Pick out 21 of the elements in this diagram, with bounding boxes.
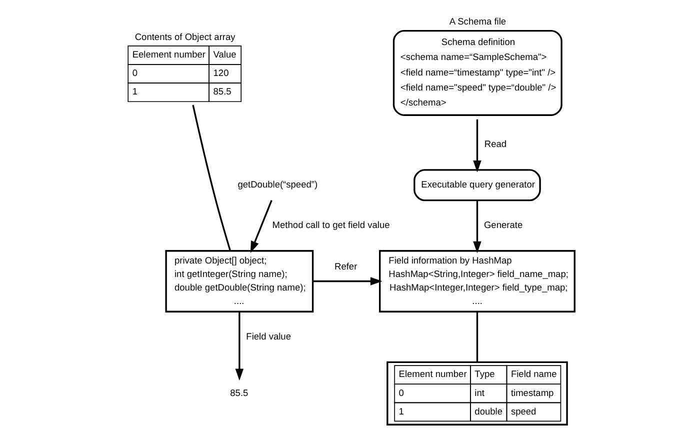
edge-label: Field value [246,331,291,342]
arrow [235,312,244,381]
node-box: private Object[] object; int getInteger(String name); double getDouble(String name); .... [165,250,314,312]
node-box: Schema definition <schema name=“SampleSchema"> <field name=“timestamp" type="int" /> <field name="speed" type=“double" /> </schema> [392,30,562,116]
node-text: getDouble(“speed”) [238,179,318,190]
connector [192,104,232,252]
arrow [313,277,382,286]
node-text: 85.5 [230,388,248,398]
node-label: A Schema file [449,16,506,27]
connector [476,312,478,362]
node-box: Executable query generator [414,169,541,202]
arrow [473,200,482,254]
arrow [250,200,272,254]
node-box: Element number Type Field name 0 int timestamp 1 double speed [386,361,568,426]
node-label: Contents of Object array [134,32,236,42]
edge-label: Read [484,138,507,149]
edge-label: Method call to get field value [272,220,390,230]
edge-label: Generate [484,220,523,230]
edge-label: Refer [334,261,358,272]
arrow [473,119,482,172]
node-box: Field information by HashMap HashMap<String,Integer> field_name_map; HashMap<Integer,Integer> field_type_map; .... [379,250,576,312]
